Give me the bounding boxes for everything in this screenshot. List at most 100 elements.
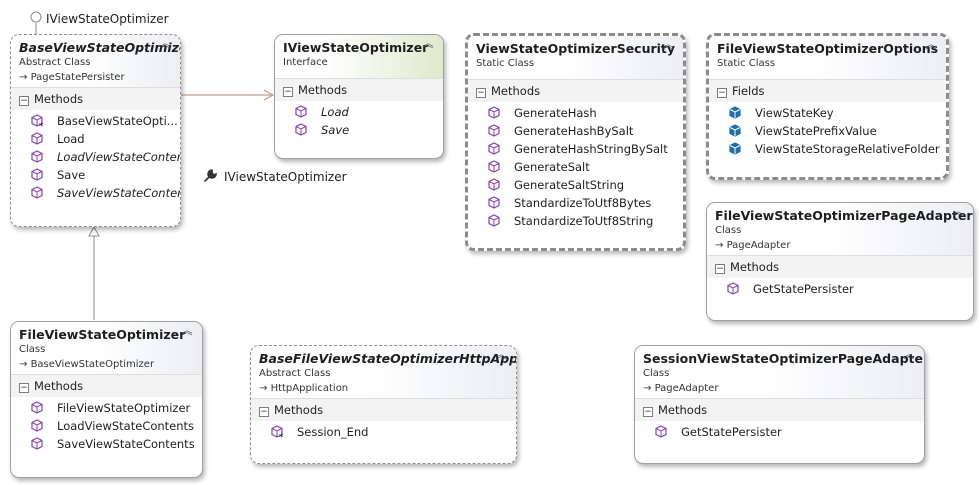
- section-methods[interactable]: −Methods: [635, 398, 924, 421]
- section-methods[interactable]: −Methods: [275, 78, 443, 101]
- class-title: FileViewStateOptimizerOptions: [717, 41, 939, 56]
- method-cube-icon: [486, 158, 502, 176]
- method-cube-icon: [486, 212, 502, 230]
- collapse-section-toggle[interactable]: −: [19, 96, 29, 106]
- section-methods[interactable]: −Methods: [251, 398, 516, 421]
- member-row[interactable]: Save: [11, 166, 180, 184]
- member-row[interactable]: FileViewStateOptimizer: [11, 399, 202, 417]
- member-row[interactable]: Load: [11, 130, 180, 148]
- method-cube-icon: [486, 140, 502, 158]
- section-methods[interactable]: −Methods: [707, 255, 973, 278]
- collapse-section-toggle[interactable]: −: [476, 88, 486, 98]
- arrow-icon: →: [19, 359, 31, 370]
- base-type: → BaseViewStateOptimizer: [19, 359, 155, 370]
- member-row[interactable]: LoadViewStateContents: [11, 417, 202, 435]
- realization-label: IViewStateOptimizer: [224, 170, 347, 184]
- method-cube-icon: [29, 184, 45, 202]
- member-row[interactable]: StandardizeToUtf8Bytes: [468, 194, 683, 212]
- section-methods[interactable]: −Methods: [11, 374, 202, 397]
- arrow-icon: →: [259, 383, 271, 394]
- method-cube-icon: [486, 104, 502, 122]
- member-row[interactable]: GetStatePersister: [635, 423, 924, 441]
- member-row[interactable]: GenerateSalt: [468, 158, 683, 176]
- collapse-section-toggle[interactable]: −: [717, 88, 727, 98]
- class-box-view-state-optimizer-security[interactable]: ViewStateOptimizerSecurity Static Class …: [465, 33, 686, 251]
- member-row[interactable]: ViewStateStorageRelativeFolder: [709, 140, 946, 158]
- class-box-file-view-state-optimizer-options[interactable]: FileViewStateOptimizerOptions Static Cla…: [706, 33, 949, 180]
- base-type: → HttpApplication: [259, 383, 349, 394]
- member-list: ViewStateKey ViewStatePrefixValue ViewSt…: [709, 102, 946, 162]
- method-cube-icon: [29, 399, 45, 417]
- member-row[interactable]: Save: [275, 121, 443, 139]
- collapse-section-toggle[interactable]: −: [283, 87, 293, 97]
- double-chevron-up-icon[interactable]: ︽: [181, 324, 193, 337]
- double-chevron-up-icon[interactable]: ︽: [903, 348, 915, 361]
- double-chevron-up-icon[interactable]: ︽: [662, 38, 674, 51]
- member-row[interactable]: StandardizeToUtf8String: [468, 212, 683, 230]
- constructor-cube-star-icon: *: [269, 423, 285, 441]
- class-header: FileViewStateOptimizerPageAdapter Class …: [707, 203, 973, 255]
- member-row[interactable]: GetStatePersister: [707, 280, 973, 298]
- class-stereotype: Interface: [283, 57, 328, 68]
- member-row[interactable]: *BaseViewStateOpti...: [11, 112, 180, 130]
- lollipop-label: IViewStateOptimizer: [46, 12, 169, 26]
- member-list: *BaseViewStateOpti... Load LoadViewState…: [11, 110, 180, 206]
- class-header: SessionViewStateOptimizerPageAdapter Cla…: [635, 346, 924, 398]
- section-methods[interactable]: −Methods: [11, 87, 180, 110]
- collapse-section-toggle[interactable]: −: [643, 407, 653, 417]
- class-stereotype: Class: [643, 368, 670, 379]
- class-box-base-view-state-optimizer[interactable]: BaseViewStateOptimizer Abstract Class → …: [10, 34, 181, 227]
- collapse-section-toggle[interactable]: −: [19, 383, 29, 393]
- member-row[interactable]: ViewStatePrefixValue: [709, 122, 946, 140]
- member-list: GenerateHash GenerateHashBySalt Generate…: [468, 102, 683, 234]
- member-row[interactable]: GenerateHash: [468, 104, 683, 122]
- member-row[interactable]: SaveViewStateContents: [11, 435, 202, 453]
- double-chevron-up-icon[interactable]: ︽: [952, 205, 964, 218]
- member-list: GetStatePersister: [635, 421, 924, 445]
- method-cube-icon: [29, 130, 45, 148]
- member-row[interactable]: Load: [275, 103, 443, 121]
- class-title: IViewStateOptimizer: [283, 40, 429, 55]
- class-header: BaseFileViewStateOptimizerHttpApplicati.…: [251, 346, 516, 398]
- class-stereotype: Class: [715, 225, 742, 236]
- member-row[interactable]: LoadViewStateContents: [11, 148, 180, 166]
- section-fields[interactable]: −Fields: [709, 79, 946, 102]
- class-header: BaseViewStateOptimizer Abstract Class → …: [11, 35, 180, 87]
- member-row[interactable]: GenerateHashBySalt: [468, 122, 683, 140]
- member-row[interactable]: ViewStateKey: [709, 104, 946, 122]
- class-box-file-view-state-optimizer[interactable]: FileViewStateOptimizer Class → BaseViewS…: [10, 321, 203, 478]
- class-box-file-view-state-optimizer-page-adapter[interactable]: FileViewStateOptimizerPageAdapter Class …: [706, 202, 974, 321]
- member-row[interactable]: GenerateSaltString: [468, 176, 683, 194]
- method-cube-icon: [486, 194, 502, 212]
- svg-text:*: *: [39, 122, 44, 130]
- member-list: Load Save: [275, 101, 443, 143]
- class-stereotype: Abstract Class: [19, 57, 91, 68]
- arrow-icon: →: [19, 72, 31, 83]
- member-row[interactable]: GenerateHashStringBySalt: [468, 140, 683, 158]
- inheritance-connector: [88, 225, 100, 320]
- method-cube-icon: [486, 176, 502, 194]
- collapse-section-toggle[interactable]: −: [715, 264, 725, 274]
- class-title: SessionViewStateOptimizerPageAdapter: [643, 351, 925, 366]
- class-header: FileViewStateOptimizer Class → BaseViewS…: [11, 322, 202, 374]
- class-box-session-view-state-optimizer-page-adapter[interactable]: SessionViewStateOptimizerPageAdapter Cla…: [634, 345, 925, 464]
- class-header: ViewStateOptimizerSecurity Static Class …: [468, 36, 683, 79]
- collapse-section-toggle[interactable]: −: [259, 407, 269, 417]
- class-stereotype: Abstract Class: [259, 368, 331, 379]
- class-header: IViewStateOptimizer Interface ︽: [275, 35, 443, 78]
- double-chevron-up-icon[interactable]: ︽: [422, 37, 434, 50]
- member-row[interactable]: *Session_End: [251, 423, 516, 441]
- double-chevron-up-icon[interactable]: ︽: [159, 37, 171, 50]
- member-row[interactable]: SaveViewStateContents: [11, 184, 180, 202]
- arrow-icon: →: [715, 240, 727, 251]
- method-cube-icon: [29, 166, 45, 184]
- class-box-base-file-view-state-optimizer-http-application[interactable]: BaseFileViewStateOptimizerHttpApplicati.…: [250, 345, 517, 464]
- interface-box-iview-state-optimizer[interactable]: IViewStateOptimizer Interface ︽ −Methods…: [274, 34, 444, 159]
- method-cube-icon: [29, 435, 45, 453]
- double-chevron-up-icon[interactable]: ︽: [925, 38, 937, 51]
- class-stereotype: Static Class: [717, 58, 776, 69]
- field-cube-icon: [727, 140, 743, 158]
- section-methods[interactable]: −Methods: [468, 79, 683, 102]
- double-chevron-up-icon[interactable]: ︽: [495, 348, 507, 361]
- class-title: BaseFileViewStateOptimizerHttpApplicati.…: [259, 351, 517, 366]
